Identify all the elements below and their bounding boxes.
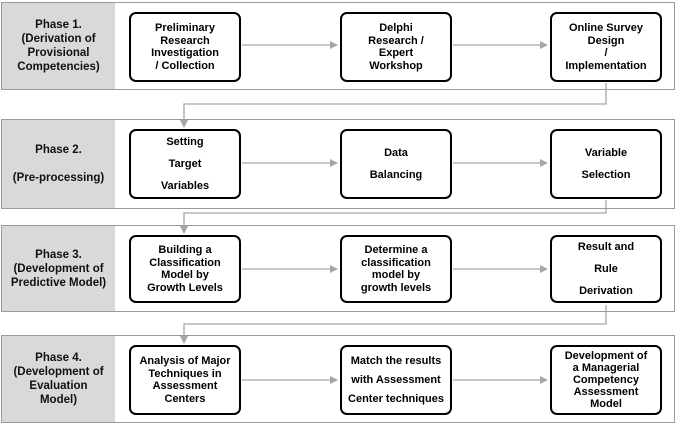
phase-3-step-2: Determine a classification model by grow… [340,235,452,303]
arrow-p1-to-p2 [180,83,607,128]
phase-4-band: Phase 4. (Development of Evaluation Mode… [1,335,675,423]
phase-4-step-1: Analysis of Major Techniques in Assessme… [129,345,241,415]
phase-4-label: Phase 4. (Development of Evaluation Mode… [2,336,115,422]
phase-1-step-1: Preliminary Research Investigation / Col… [129,12,241,82]
phase-2-step-2: Data Balancing [340,129,452,199]
arrow-p3-to-p4 [180,305,607,344]
phase-2-band: Phase 2. (Pre-processing) Setting Target… [1,119,675,209]
phase-3-band: Phase 3. (Development of Predictive Mode… [1,225,675,312]
phase-4-step-3: Development of a Managerial Competency A… [550,345,662,415]
phase-3-label: Phase 3. (Development of Predictive Mode… [2,226,115,311]
phase-2-step-3: Variable Selection [550,129,662,199]
phase-1-step-3: Online Survey Design / Implementation [550,12,662,82]
phase-1-step-2: Delphi Research / Expert Workshop [340,12,452,82]
phase-2-label: Phase 2. (Pre-processing) [2,120,115,208]
phase-3-step-3: Result and Rule Derivation [550,235,662,303]
phase-4-step-2: Match the results with Assessment Center… [340,345,452,415]
arrow-p2-to-p3 [180,200,607,234]
phase-2-step-1: Setting Target Variables [129,129,241,199]
phase-1-label: Phase 1. (Derivation of Provisional Comp… [2,3,115,89]
phase-3-step-1: Building a Classification Model by Growt… [129,235,241,303]
phase-1-band: Phase 1. (Derivation of Provisional Comp… [1,2,675,90]
